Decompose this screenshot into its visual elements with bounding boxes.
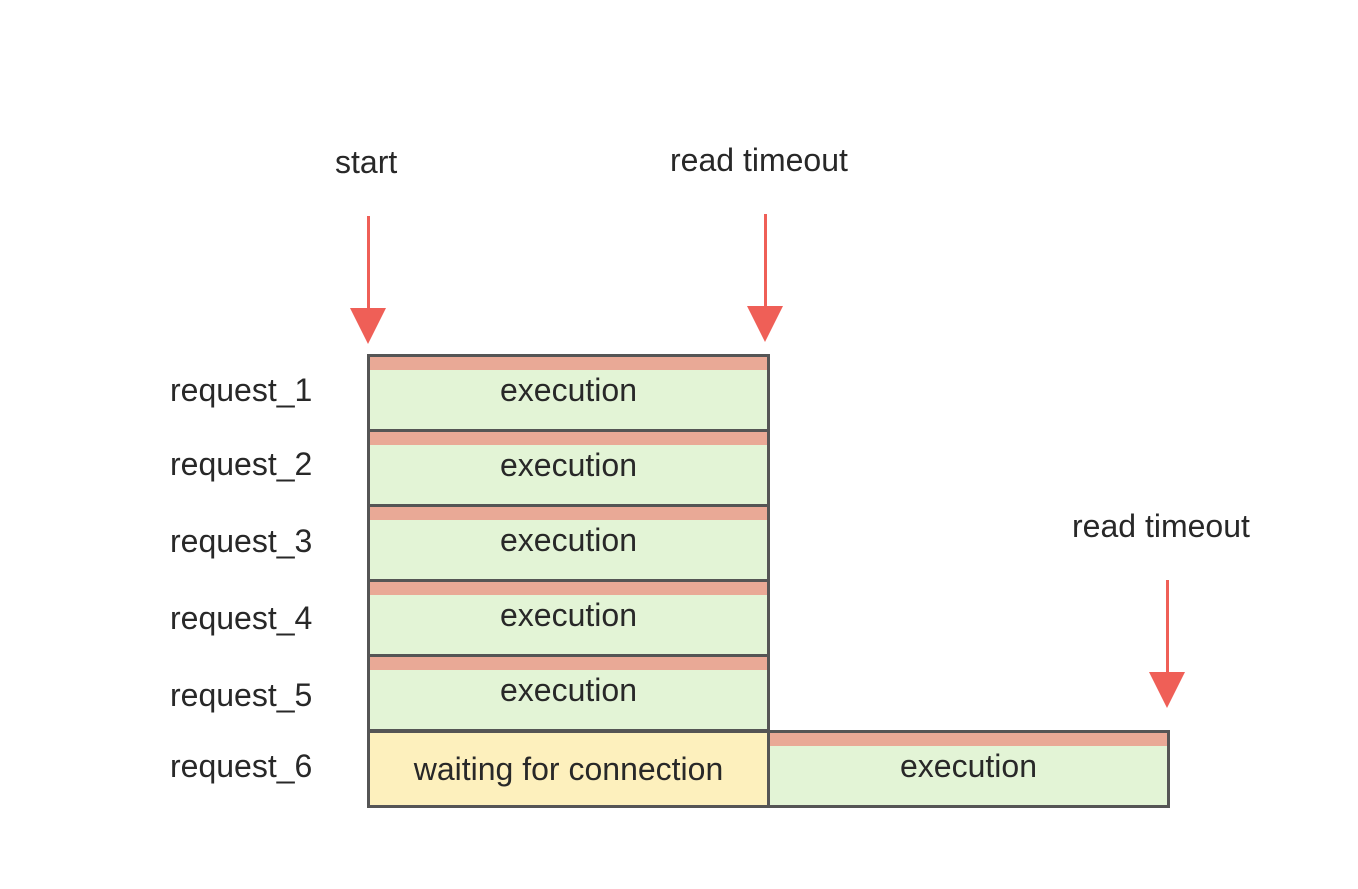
execution-label: execution [900,747,1037,784]
execution-box-request-6: execution [767,730,1170,808]
row-label-request-6: request_6 [170,748,313,784]
read-timeout-arrow-icon-2 [1147,580,1187,708]
execution-strip [770,733,1167,746]
start-arrow-icon [348,216,388,344]
execution-strip [370,657,767,670]
execution-strip [370,432,767,445]
execution-box-request-2: execution [367,429,770,507]
execution-box-request-5: execution [367,654,770,732]
execution-box-request-3: execution [367,504,770,582]
execution-box-request-4: execution [367,579,770,657]
execution-label: execution [500,521,637,558]
execution-strip [370,507,767,520]
row-label-request-3: request_3 [170,523,313,559]
start-label: start [335,144,398,180]
execution-box-request-1: execution [367,354,770,432]
row-label-request-2: request_2 [170,446,313,482]
execution-label: execution [500,371,637,408]
execution-label: execution [500,596,637,633]
read-timeout-label-1: read timeout [670,142,848,178]
waiting-label: waiting for connection [413,750,724,787]
read-timeout-label-2: read timeout [1072,508,1250,544]
read-timeout-arrow-icon-1 [745,214,785,342]
execution-label: execution [500,446,637,483]
row-label-request-4: request_4 [170,600,313,636]
waiting-box-request-6: waiting for connection [367,730,770,808]
execution-strip [370,357,767,370]
execution-strip [370,582,767,595]
execution-label: execution [500,671,637,708]
row-label-request-5: request_5 [170,677,313,713]
row-label-request-1: request_1 [170,372,313,408]
